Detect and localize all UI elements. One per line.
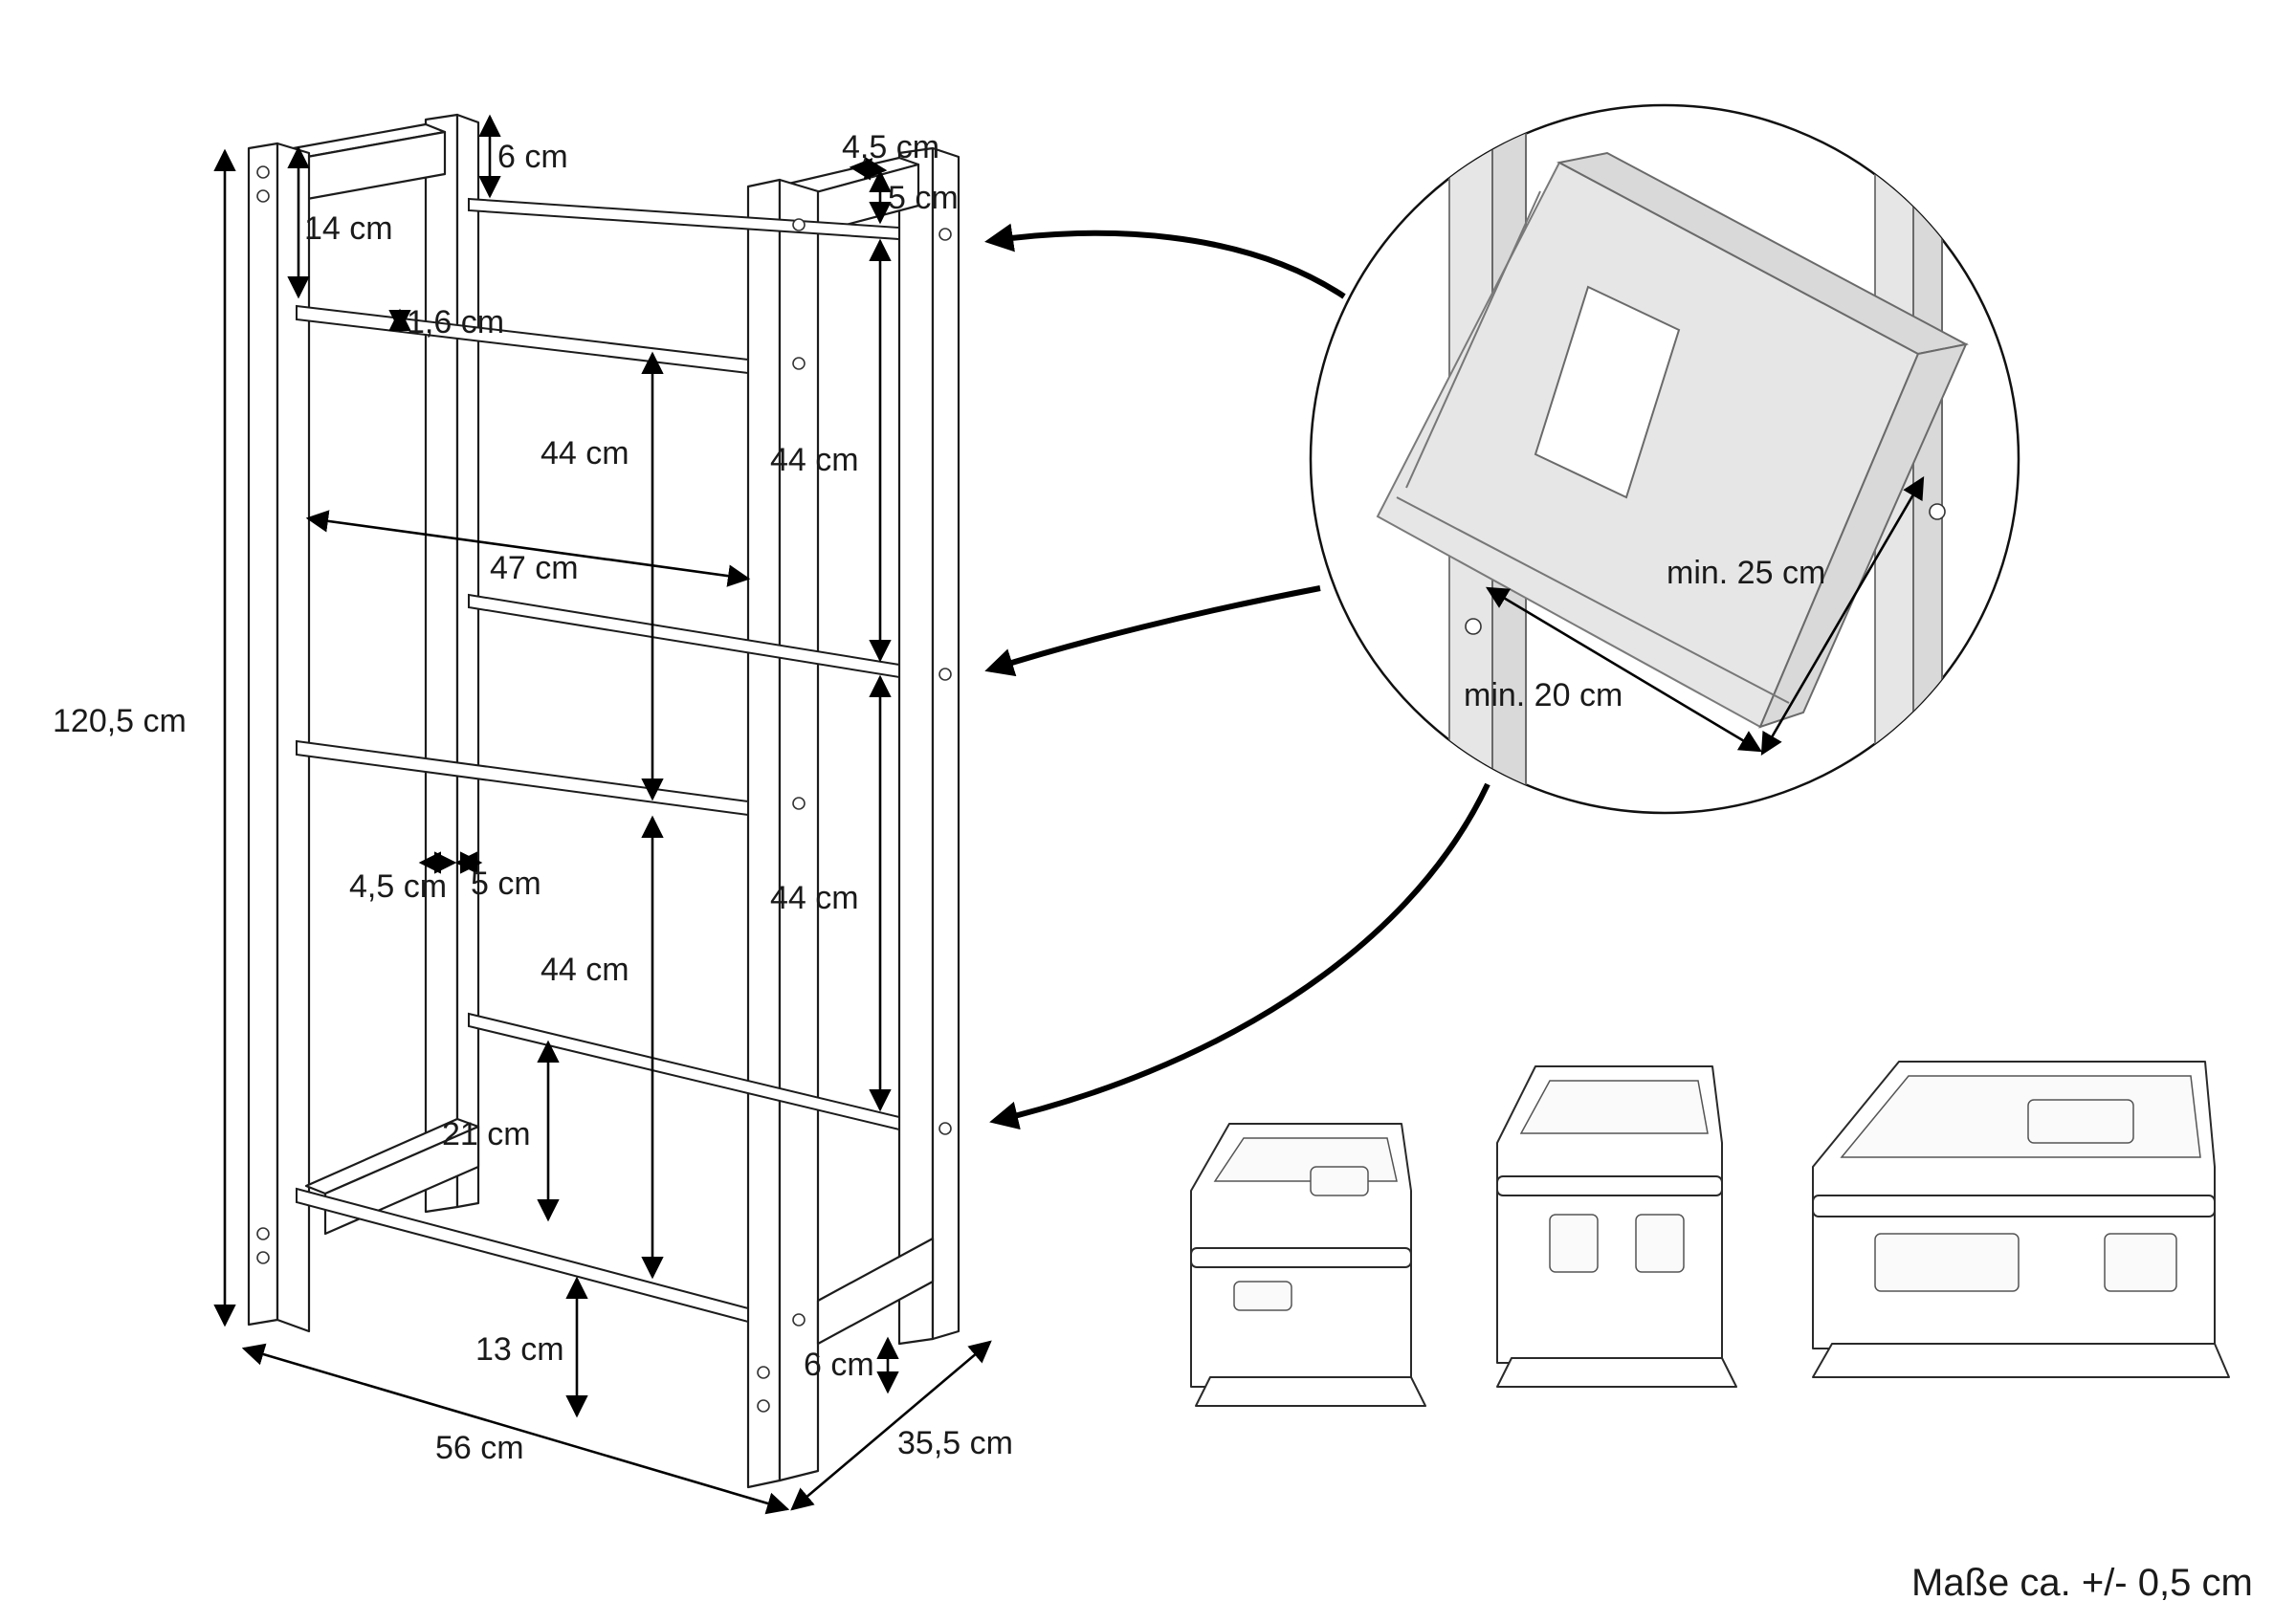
crate-medium: [1496, 1065, 1737, 1388]
label-top-offset: 6 cm: [497, 139, 568, 175]
crate-small: [1190, 1123, 1426, 1407]
label-depth: 35,5 cm: [897, 1425, 1013, 1461]
label-top-post-depth: 5 cm: [888, 180, 959, 216]
post-back-right: [897, 146, 935, 1346]
zoom-detail: min. 25 cm min. 20 cm: [1309, 103, 2020, 815]
label-top-post-width: 4,5 cm: [842, 129, 939, 165]
label-first-rung: 14 cm: [304, 210, 393, 247]
label-width: 56 cm: [435, 1430, 524, 1466]
dimension-labels: 120,5 cm 14 cm 6 cm 1,6 cm 4,5 cm 5 cm 4…: [53, 129, 1013, 1466]
label-foot: 6 cm: [804, 1347, 874, 1383]
pointer-arrows: [984, 223, 1490, 1130]
label-height-total: 120,5 cm: [53, 703, 187, 739]
label-post-depth: 5 cm: [471, 866, 541, 902]
label-spacing-right-upper: 44 cm: [770, 442, 859, 478]
post-back-left: [424, 113, 459, 1214]
dimension-lines: [213, 114, 992, 1515]
label-inner-width: 47 cm: [490, 550, 579, 586]
label-spacing-right-lower: 44 cm: [770, 880, 859, 916]
label-min-width: min. 20 cm: [1464, 677, 1623, 713]
label-min-depth: min. 25 cm: [1667, 555, 1825, 591]
crate-large: [1812, 1061, 2230, 1378]
label-spacing-middle-lower: 44 cm: [541, 952, 629, 988]
label-post-width: 4,5 cm: [349, 868, 447, 905]
arrow-top-icon: [984, 223, 1346, 299]
arrow-bottom-icon: [989, 782, 1490, 1130]
label-bottom-gap: 21 cm: [442, 1116, 531, 1152]
label-bottom-rod: 13 cm: [475, 1331, 564, 1368]
post-front-right: [746, 178, 782, 1489]
arrow-middle-icon: [984, 585, 1321, 677]
label-rod-diameter: 1,6 cm: [407, 304, 504, 340]
footer-note: Maße ca. +/- 0,5 cm: [1911, 1562, 2253, 1604]
post-front-left: [247, 142, 279, 1327]
label-spacing-middle-upper: 44 cm: [541, 435, 629, 472]
